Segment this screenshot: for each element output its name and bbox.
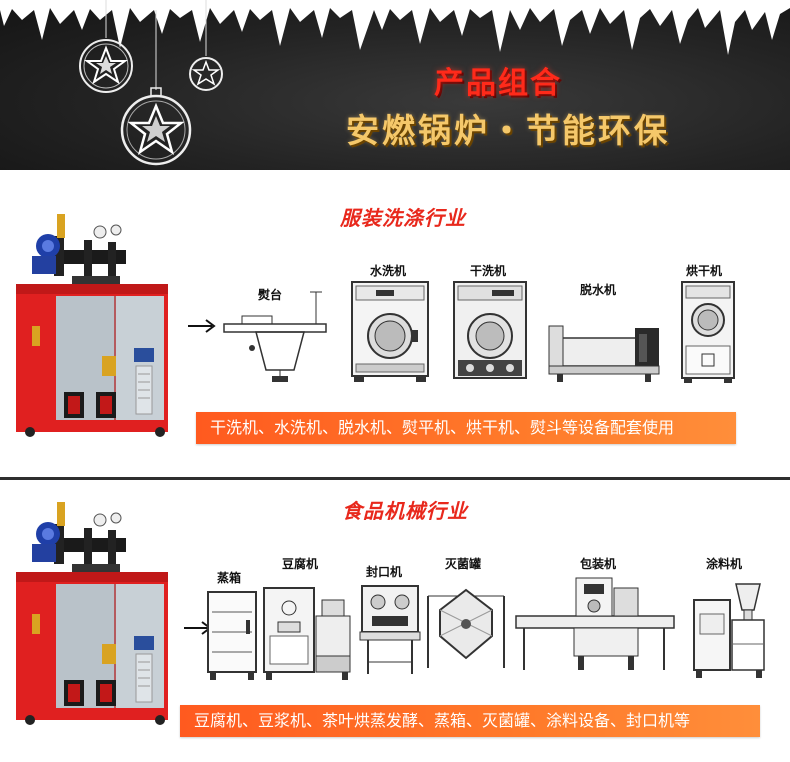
sealing-machine-illustration [359,585,421,674]
boiler-illustration [16,214,168,437]
equipment-label-coating-machine: 涂料机 [706,557,743,571]
equipment-label-dryer: 烘干机 [686,264,723,278]
christmas-ornament-icon [120,10,192,166]
food-machinery-equipment-summary: 豆腐机、豆浆机、茶叶烘蒸发酵、蒸箱、灭菌罐、涂料设备、封口机等 [180,705,760,737]
banner-title: 产品组合 [434,66,562,101]
dryer-illustration [681,281,735,383]
equipment-label-steamer: 蒸箱 [217,571,242,585]
boiler-illustration [16,502,168,725]
equipment-label-sterilization-tank: 灭菌罐 [445,557,482,571]
packaging-machine-illustration [515,577,675,670]
equipment-label-ironing-table: 熨台 [258,288,283,302]
tofu-machine-illustration [263,587,351,680]
equipment-label-packaging-machine: 包装机 [580,557,617,571]
icicles-decoration [0,0,790,55]
laundry-equipment-summary: 干洗机、水洗机、脱水机、熨平机、烘干机、熨斗等设备配套使用 [196,412,736,444]
equipment-label-tofu-machine: 豆腐机 [282,557,319,571]
christmas-ornament-icon [189,0,223,91]
equipment-label-washer: 水洗机 [370,264,407,278]
equipment-label-sealing-machine: 封口机 [366,565,403,579]
sterilization-tank-illustration [427,588,505,668]
washer-illustration [351,281,429,382]
equipment-label-dry-cleaner: 干洗机 [470,264,507,278]
section-heading-food-machinery: 食品机械行业 [342,499,468,523]
ironing-table-illustration [223,291,327,382]
steamer-illustration [207,591,257,680]
dry-cleaner-illustration [453,281,527,379]
christmas-ornament-icon [79,0,133,93]
banner-subtitle: 安燃锅炉・节能环保 [346,111,670,150]
equipment-label-dehydrator: 脱水机 [580,283,617,297]
right-arrow-icon [188,319,216,333]
header-banner: 产品组合 安燃锅炉・节能环保 [0,0,790,170]
section-divider [0,477,790,480]
coating-machine-illustration [693,583,765,678]
section-heading-laundry: 服装洗涤行业 [340,206,466,230]
dehydrator-illustration [548,325,660,382]
